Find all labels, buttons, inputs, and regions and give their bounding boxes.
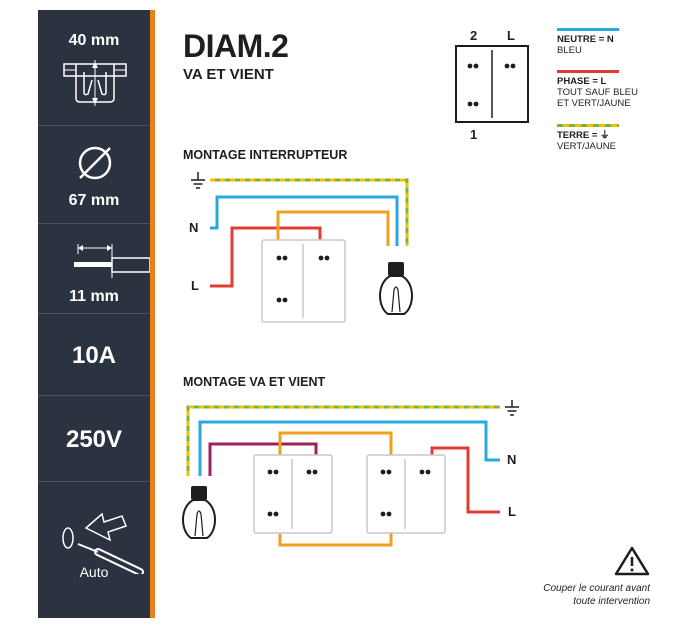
legend-earth-desc: VERT/JAUNE bbox=[557, 141, 616, 152]
terminal-label-l: L bbox=[507, 28, 515, 43]
legend-neutral-desc: BLEU bbox=[557, 45, 582, 56]
lamp-icon-2 bbox=[182, 486, 216, 539]
legend-neutral-title: NEUTRE = N bbox=[557, 34, 614, 45]
legend-earth-swatch bbox=[557, 124, 619, 127]
spec-wire-strip-value: 11 mm bbox=[69, 288, 119, 305]
section-switch-title: MONTAGE INTERRUPTEUR bbox=[183, 148, 348, 162]
two-way-diagram: N L bbox=[182, 400, 519, 547]
legend-phase: PHASE = L TOUT SAUF BLEU ET VERT/JAUNE bbox=[557, 70, 638, 109]
spec-auto-terminal-label: Auto bbox=[79, 564, 109, 580]
neutral-label-2: N bbox=[507, 452, 516, 467]
warning-text: Couper le courant avant toute interventi… bbox=[543, 583, 650, 607]
neutral-wire-2 bbox=[198, 420, 500, 476]
auto-terminal-icon bbox=[62, 512, 144, 574]
spec-wire-strip: 11 mm bbox=[38, 224, 150, 314]
lamp-icon-1 bbox=[379, 262, 413, 315]
legend-neutral-swatch bbox=[557, 28, 619, 31]
earth-wire-2 bbox=[186, 405, 500, 476]
product-title: DIAM.2 bbox=[183, 28, 289, 64]
spec-current-value: 10A bbox=[71, 342, 117, 369]
terminal-diagram: 2 L 1 bbox=[455, 28, 529, 142]
traveler-wire-a bbox=[278, 431, 393, 462]
legend-phase-title: PHASE = L bbox=[557, 76, 607, 87]
section-two-way-title: MONTAGE VA ET VIENT bbox=[183, 375, 326, 389]
return-wire-2 bbox=[208, 442, 318, 476]
legend-neutral: NEUTRE = N BLEU bbox=[557, 28, 619, 56]
spec-box-depth-value: 40 mm bbox=[68, 32, 120, 49]
sidebar-accent-bar bbox=[150, 10, 155, 618]
warning-icon bbox=[614, 546, 650, 576]
switch-body-2a bbox=[253, 454, 333, 534]
spec-voltage: 250V bbox=[38, 396, 150, 482]
legend-phase-desc: TOUT SAUF BLEU ET VERT/JAUNE bbox=[557, 87, 638, 109]
wire-strip-icon bbox=[74, 244, 150, 278]
spec-diameter-value: 67 mm bbox=[68, 192, 120, 209]
terminal-label-1: 1 bbox=[470, 127, 477, 142]
phase-label-2: L bbox=[508, 504, 516, 519]
switched-wire-1 bbox=[276, 210, 390, 256]
spec-voltage-value: 250V bbox=[65, 426, 123, 453]
switch-body-2b bbox=[366, 454, 446, 534]
phase-wire-1 bbox=[210, 226, 322, 288]
legend-earth-title: TERRE = ⏚ bbox=[557, 130, 610, 141]
spec-auto-terminal: Auto bbox=[38, 482, 150, 618]
switch-diagram: N L bbox=[189, 172, 413, 323]
phase-wire-2 bbox=[430, 446, 500, 514]
product-subtitle: VA ET VIENT bbox=[183, 66, 274, 83]
spec-box-depth: 40 mm bbox=[38, 10, 150, 126]
phase-label-1: L bbox=[191, 278, 199, 293]
box-depth-icon bbox=[63, 60, 127, 106]
earth-symbol-1 bbox=[191, 172, 205, 189]
neutral-label-1: N bbox=[189, 220, 198, 235]
spec-current: 10A bbox=[38, 314, 150, 396]
neutral-wire-1 bbox=[210, 195, 399, 246]
legend-earth: TERRE = ⏚ VERT/JAUNE bbox=[557, 124, 619, 152]
earth-symbol-2 bbox=[505, 400, 519, 416]
legend-phase-swatch bbox=[557, 70, 619, 73]
terminal-label-2: 2 bbox=[470, 28, 477, 43]
spec-sidebar: 40 mm 67 mm 11 mm bbox=[38, 10, 150, 618]
diameter-icon bbox=[78, 146, 112, 180]
spec-diameter: 67 mm bbox=[38, 126, 150, 224]
